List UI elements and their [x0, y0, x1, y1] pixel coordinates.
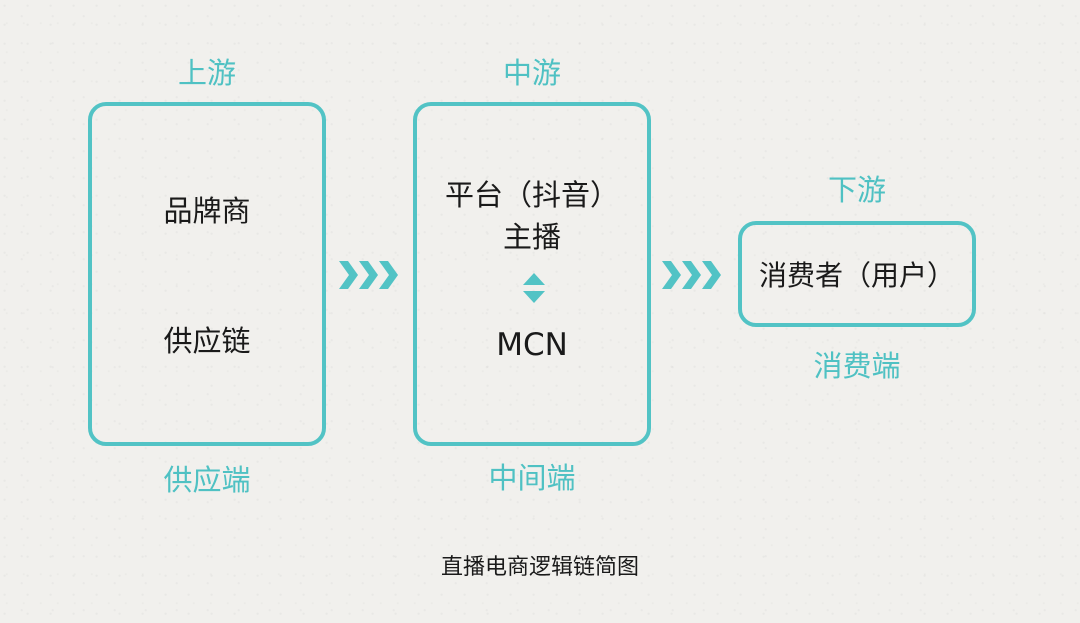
flow-arrow-icon: [662, 261, 721, 289]
flow-arrow-icon: [339, 261, 398, 289]
diagram-caption: 直播电商逻辑链简图: [440, 555, 639, 580]
upstream-box: 品牌商 供应链: [88, 102, 326, 446]
streamer-node: 主播: [502, 220, 561, 254]
downstream-box: 消费者（用户）: [738, 221, 976, 327]
mcn-node: MCN: [496, 327, 568, 363]
midstream-label: 中游: [502, 56, 561, 90]
supply-chain-node: 供应链: [163, 324, 251, 358]
exchange-icon: [523, 273, 545, 303]
intermediary-label: 中间端: [488, 461, 576, 495]
consumer-node: 消费者（用户）: [758, 259, 955, 292]
consumer-side-label: 消费端: [813, 349, 901, 383]
supply-side-label: 供应端: [163, 463, 251, 497]
brand-owner-node: 品牌商: [163, 194, 251, 228]
downstream-label: 下游: [827, 173, 886, 207]
midstream-box: 平台（抖音） 主播 MCN: [413, 102, 651, 446]
upstream-label: 上游: [177, 56, 236, 90]
platform-node: 平台（抖音）: [444, 178, 619, 212]
